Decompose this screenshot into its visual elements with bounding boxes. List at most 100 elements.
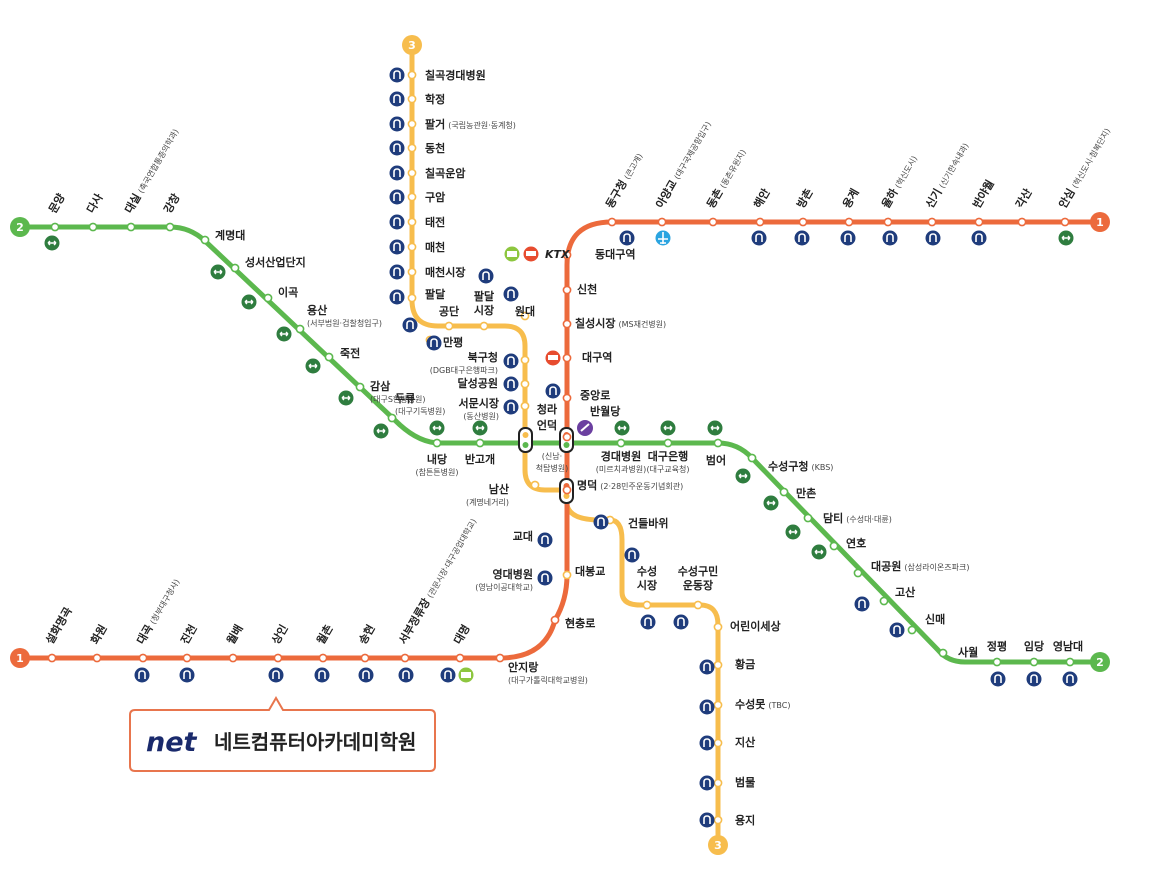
- svg-text:이곡: 이곡: [278, 285, 298, 299]
- station-dot-line1-신기[interactable]: [927, 217, 937, 227]
- svg-text:2: 2: [1096, 656, 1104, 669]
- station-dot-line1-대구역[interactable]: [562, 353, 572, 363]
- bus-icon: [268, 667, 284, 683]
- station-dot-line2-성서산업단지[interactable]: [230, 263, 240, 273]
- station-dot-line2-내당[interactable]: [432, 438, 442, 448]
- station-dot-line1-송현[interactable]: [360, 653, 370, 663]
- station-dot-line2-정평[interactable]: [992, 657, 1002, 667]
- station-dot-line2-이곡[interactable]: [263, 293, 273, 303]
- station-dot-line2-경대병원[interactable]: [616, 438, 626, 448]
- station-dot-line1-중앙로[interactable]: [562, 393, 572, 403]
- station-dot-line1-동대구역[interactable]: [562, 250, 572, 260]
- station-dot-line1-월배[interactable]: [228, 653, 238, 663]
- station-dot-line2-사월[interactable]: [938, 648, 948, 658]
- station-dot-line3-용지[interactable]: [713, 815, 723, 825]
- station-dot-line2-감삼[interactable]: [355, 382, 365, 392]
- station-dot-line3-원대[interactable]: [520, 311, 530, 321]
- station-dot-line1-반야월[interactable]: [974, 217, 984, 227]
- station-dot-line3-구암[interactable]: [407, 192, 417, 202]
- bus-icon: [545, 383, 561, 399]
- academy-banner[interactable]: net 네트컴퓨터아카데미학원: [129, 696, 436, 772]
- svg-text:월촌: 월촌: [313, 622, 335, 647]
- station-dot-line2-담티[interactable]: [803, 513, 813, 523]
- station-dot-line1-반월당[interactable]: [562, 432, 572, 442]
- station-dot-line1-화원[interactable]: [92, 653, 102, 663]
- svg-text:동촌(동촌유원지): 동촌(동촌유원지): [703, 146, 748, 210]
- station-dot-line2-범어[interactable]: [713, 438, 723, 448]
- station-dot-line1-동촌[interactable]: [708, 217, 718, 227]
- station-dot-line3-칠곡경대병원[interactable]: [407, 70, 417, 80]
- svg-text:두류: 두류: [395, 392, 415, 405]
- station-dot-line3-동천[interactable]: [407, 143, 417, 153]
- station-dot-line1-해안[interactable]: [755, 217, 765, 227]
- station-dot-line3-공단[interactable]: [444, 321, 454, 331]
- station-dot-line1-월촌[interactable]: [318, 653, 328, 663]
- station-dot-line3-서문시장[interactable]: [520, 401, 530, 411]
- station-dot-line3-수성시장[interactable]: [642, 600, 652, 610]
- station-dot-line1-진천[interactable]: [182, 653, 192, 663]
- transfer-station-cheongna[interactable]: [518, 427, 533, 453]
- station-dot-line2-고산[interactable]: [879, 596, 889, 606]
- station-dot-line2-문양[interactable]: [50, 222, 60, 232]
- station-dot-line1-칠성시장[interactable]: [562, 319, 572, 329]
- station-dot-line2-강창[interactable]: [165, 222, 175, 232]
- station-dot-line3-달성공원[interactable]: [520, 379, 530, 389]
- station-dot-line1-명덕[interactable]: [562, 485, 572, 495]
- station-dot-line3-매천시장[interactable]: [407, 267, 417, 277]
- station-dot-line3-태전[interactable]: [407, 217, 417, 227]
- station-dot-line1-용계[interactable]: [844, 217, 854, 227]
- station-dot-line1-동구청[interactable]: [607, 217, 617, 227]
- station-dot-line3-팔달시장[interactable]: [479, 321, 489, 331]
- station-dot-line1-율하[interactable]: [883, 217, 893, 227]
- station-dot-line2-대구은행[interactable]: [663, 438, 673, 448]
- station-dot-line3-남산[interactable]: [530, 480, 540, 490]
- station-dot-line1-상인[interactable]: [273, 653, 283, 663]
- station-dot-line2-죽전[interactable]: [324, 352, 334, 362]
- station-dot-line2-용산[interactable]: [295, 324, 305, 334]
- station-dot-line3-팔거[interactable]: [407, 119, 417, 129]
- station-dot-line1-서부정류장[interactable]: [400, 653, 410, 663]
- station-dot-line3-학정[interactable]: [407, 94, 417, 104]
- svg-text:안지랑: 안지랑: [508, 660, 538, 674]
- station-dot-line1-대명[interactable]: [455, 653, 465, 663]
- station-dot-line1-방촌[interactable]: [798, 217, 808, 227]
- station-dot-line2-신매[interactable]: [907, 625, 917, 635]
- station-dot-line3-칠곡운암[interactable]: [407, 168, 417, 178]
- station-dot-line2-연호[interactable]: [829, 541, 839, 551]
- station-dot-line2-수성구청[interactable]: [747, 453, 757, 463]
- station-dot-line3-수성구민운동장[interactable]: [693, 600, 703, 610]
- station-dot-line1-대곡[interactable]: [138, 653, 148, 663]
- station-dot-line3-대봉교[interactable]: [562, 570, 572, 580]
- station-dot-line2-다사[interactable]: [88, 222, 98, 232]
- station-dot-line3-어린이세상[interactable]: [713, 622, 723, 632]
- station-dot-line3-황금[interactable]: [713, 660, 723, 670]
- station-dot-line3-범물[interactable]: [713, 778, 723, 788]
- station-dot-line2-대공원[interactable]: [853, 568, 863, 578]
- station-dot-line1-신천[interactable]: [562, 285, 572, 295]
- station-dot-line2-만촌[interactable]: [779, 487, 789, 497]
- station-dot-line2-계명대[interactable]: [200, 235, 210, 245]
- station-label-line2-강창: 강창: [160, 191, 182, 216]
- station-dot-line1-아양교[interactable]: [657, 217, 667, 227]
- station-dot-line3-수성못[interactable]: [713, 700, 723, 710]
- station-dot-line2-대실[interactable]: [126, 222, 136, 232]
- station-dot-line2-반고개[interactable]: [475, 438, 485, 448]
- bus-icon: [389, 189, 405, 205]
- station-dot-line2-두류[interactable]: [387, 413, 397, 423]
- station-dot-line2-임당[interactable]: [1029, 657, 1039, 667]
- station-dot-line1-안심[interactable]: [1060, 217, 1070, 227]
- station-dot-line1-각산[interactable]: [1017, 217, 1027, 227]
- station-dot-line3-매천[interactable]: [407, 242, 417, 252]
- svg-text:신기(신기한속내과): 신기(신기한속내과): [922, 140, 971, 211]
- svg-text:팔달: 팔달: [474, 289, 494, 303]
- station-dot-line2-영남대[interactable]: [1065, 657, 1075, 667]
- station-dot-line3-지산[interactable]: [713, 738, 723, 748]
- station-dot-line1-안지랑[interactable]: [495, 653, 505, 663]
- svg-text:매천: 매천: [425, 240, 445, 254]
- station-dot-line1-현충로[interactable]: [550, 615, 560, 625]
- station-dot-line3-북구청[interactable]: [520, 355, 530, 365]
- station-label-line1-설화명곡: 설화명곡: [42, 604, 74, 646]
- station-dot-line3-팔달[interactable]: [407, 293, 417, 303]
- svg-text:매천시장: 매천시장: [425, 265, 465, 279]
- station-dot-line1-설화명곡[interactable]: [47, 653, 57, 663]
